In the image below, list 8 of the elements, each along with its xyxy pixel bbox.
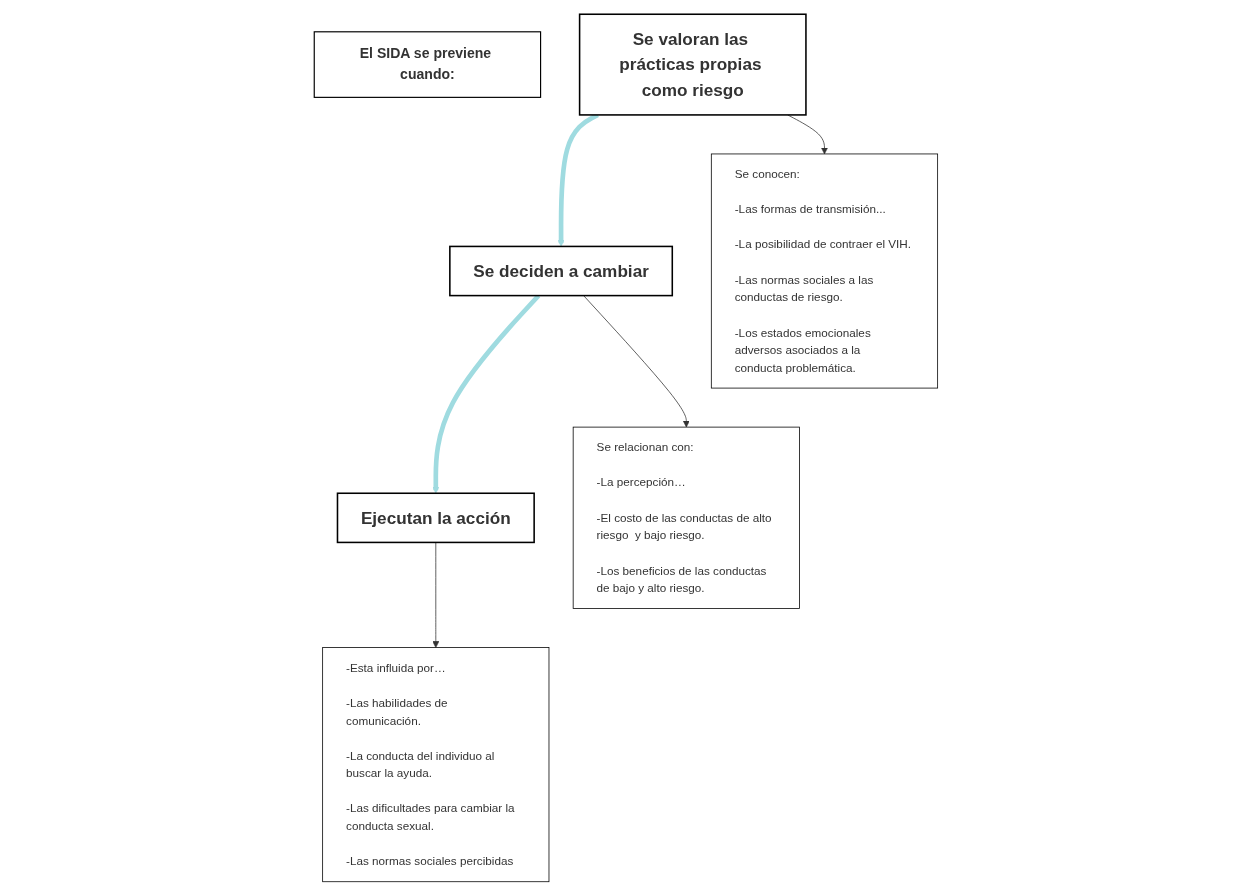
node-box: El SIDA se previene cuando: (313, 31, 541, 98)
node-box: -Esta influida por… -Las habilidades de comunicación. -La conducta del individuo al buscar la ayuda. -Las dificultades para cambiar la conducta sexual. -Las normas sociales percibidas (321, 647, 549, 883)
node-box: Se valoran las prácticas propias como riesgo (578, 13, 807, 116)
node-box: Ejecutan la acción (336, 492, 535, 544)
arrow (431, 294, 540, 494)
node-box: Se relacionan con: -La percepción… -El costo de las conductas de alto riesgo y bajo riesgo. -Los beneficios de las conductas de bajo y alto riesgo. (572, 426, 800, 609)
node-box: Se deciden a cambiar (448, 245, 673, 297)
node-box: Se conocen: -Las formas de transmisión... -La posibilidad de contraer el VIH. -Las normas sociales a las conductas de riesgo. -Los estados emocionales adversos asociados a la conducta problemática. (710, 153, 938, 389)
